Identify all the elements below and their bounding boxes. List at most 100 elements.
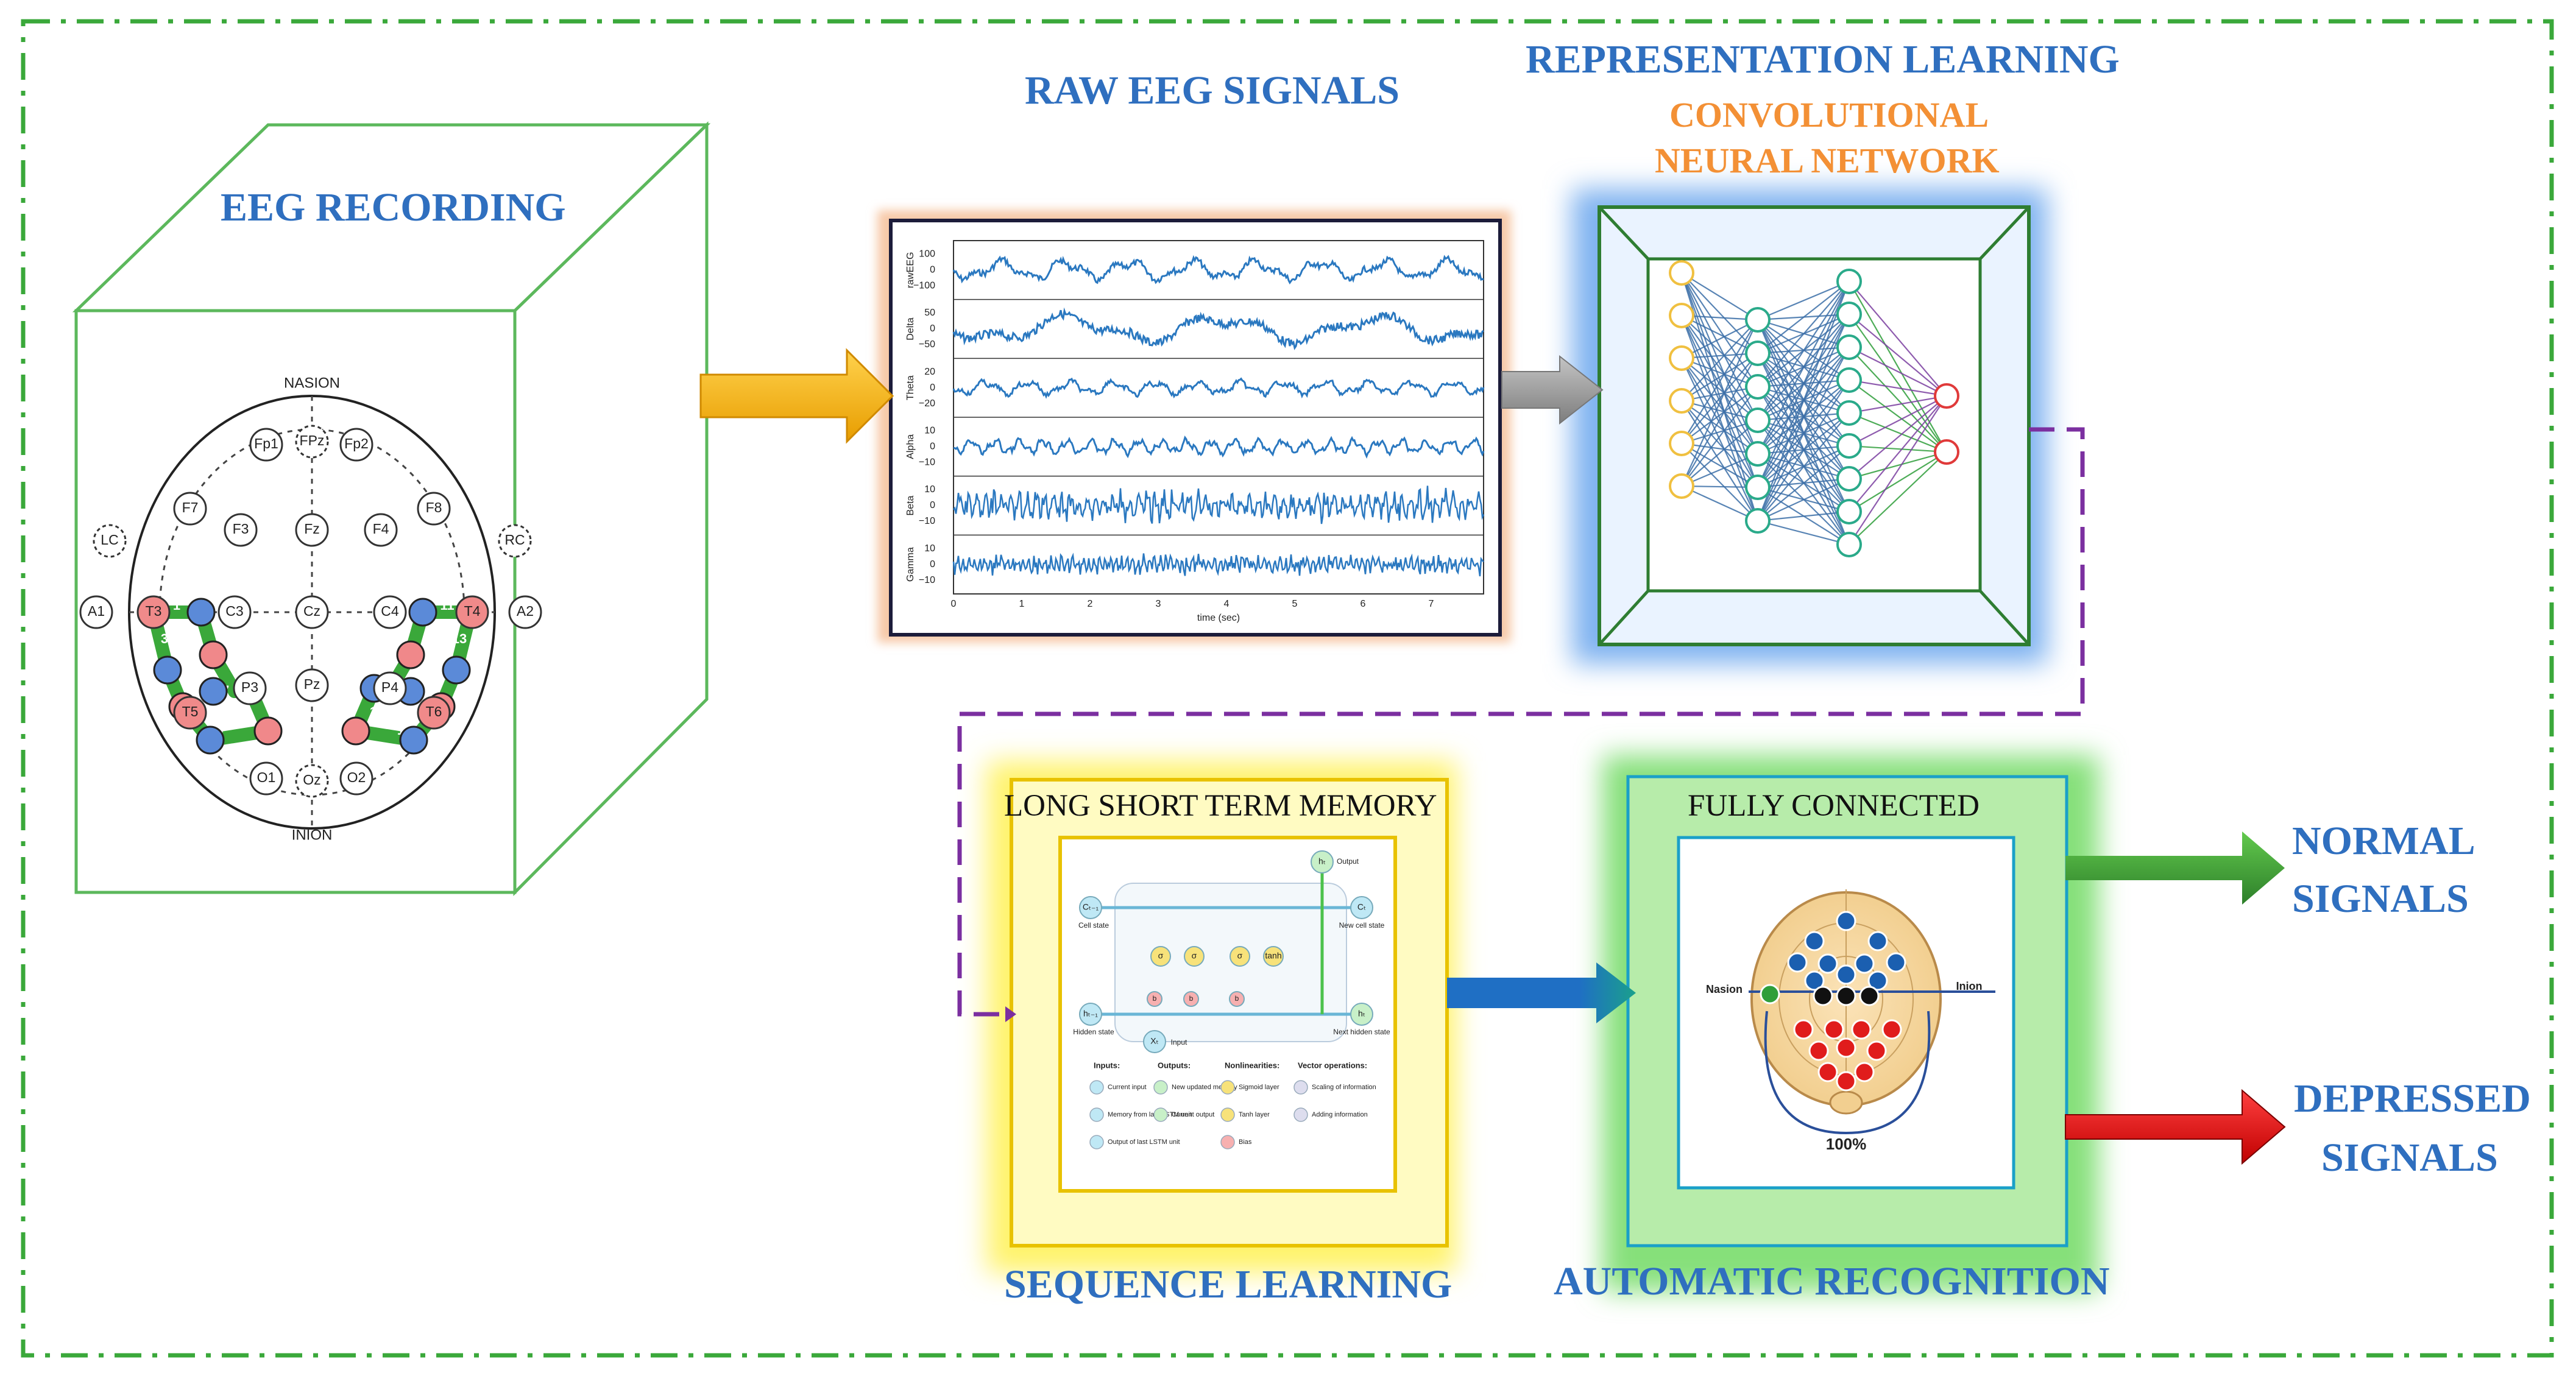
trace-gamma bbox=[952, 552, 1484, 577]
nn-edge bbox=[1849, 379, 1947, 397]
h-output-symbol: hₜ bbox=[1318, 856, 1326, 866]
nn-node bbox=[1745, 408, 1771, 433]
channel-dot bbox=[442, 655, 471, 685]
band-label: Gamma bbox=[905, 547, 916, 582]
h-prev-symbol: hₜ₋₁ bbox=[1083, 1009, 1098, 1018]
nn-edge bbox=[1681, 386, 1758, 402]
electrode-red bbox=[1851, 1019, 1872, 1040]
nn-edge bbox=[1681, 272, 1758, 320]
x-axis-label: time (sec) bbox=[1197, 613, 1240, 623]
nn-node bbox=[1836, 367, 1862, 393]
nn-edge bbox=[1849, 451, 1947, 480]
label-hidden-state: Hidden state bbox=[1073, 1028, 1114, 1036]
nn-edge bbox=[1849, 451, 1947, 512]
x-input-symbol: Xₜ bbox=[1150, 1036, 1158, 1046]
legend-swatch bbox=[1293, 1107, 1308, 1122]
legend-item: Sigmoid layer bbox=[1239, 1084, 1279, 1091]
electrode-label: T3 bbox=[146, 603, 162, 619]
electrode-label: F4 bbox=[373, 521, 389, 537]
electrode-label: FPz bbox=[300, 432, 325, 448]
legend-swatch bbox=[1089, 1135, 1104, 1149]
nn-edge bbox=[1757, 281, 1850, 521]
nn-node bbox=[1934, 439, 1959, 465]
nn-edge bbox=[1681, 443, 1758, 488]
lstm-cell-body bbox=[1114, 883, 1347, 1042]
x-input bbox=[1143, 1030, 1166, 1053]
gate bbox=[1263, 946, 1284, 967]
nn-edge bbox=[1849, 395, 1947, 414]
electrode-cz bbox=[295, 595, 329, 629]
nn-node bbox=[1669, 303, 1694, 328]
electrode-blue bbox=[1817, 953, 1838, 974]
sequence-learning-title: SEQUENCE LEARNING bbox=[1004, 1262, 1453, 1307]
electrode-f8 bbox=[417, 492, 451, 526]
legend-item: Bias bbox=[1239, 1138, 1252, 1146]
electrode-red bbox=[1824, 1019, 1844, 1040]
label-next-hidden-state: Next hidden state bbox=[1333, 1028, 1390, 1036]
nn-edge bbox=[1849, 314, 1947, 397]
electrode-blue bbox=[1804, 970, 1825, 991]
electrode-black bbox=[1813, 986, 1833, 1006]
raw-eeg-title: RAW EEG SIGNALS bbox=[1025, 68, 1399, 113]
electrode-rc bbox=[498, 524, 532, 558]
nn-edge bbox=[1681, 400, 1758, 488]
nn-edge bbox=[1681, 386, 1758, 444]
channel-dot bbox=[399, 725, 428, 755]
channel-number: 11 bbox=[440, 598, 454, 613]
inion-label: Inion bbox=[1956, 980, 1983, 992]
eeg-traces: 1000−100rawEEG500−50Delta200−20Theta100−… bbox=[905, 249, 1485, 623]
nn-node bbox=[1669, 345, 1694, 371]
gate-symbol: σ bbox=[1158, 951, 1164, 961]
arrow-to-cnn bbox=[1501, 355, 1604, 425]
percent-arc bbox=[1764, 1011, 1931, 1135]
inion-bump bbox=[1829, 1090, 1863, 1115]
nn-edge bbox=[1849, 347, 1947, 397]
raw-eeg-panel bbox=[889, 219, 1502, 637]
band-label: Theta bbox=[905, 375, 916, 400]
legend-item: Memory from last LSTM unit bbox=[1108, 1111, 1192, 1118]
lstm-box-label: LONG SHORT TERM MEMORY bbox=[1004, 789, 1437, 823]
electrode-label: Oz bbox=[303, 772, 320, 788]
electrode-blue bbox=[1804, 931, 1825, 951]
nn-edge bbox=[1757, 281, 1850, 387]
electrode-t5 bbox=[173, 696, 207, 730]
band-label: Delta bbox=[905, 317, 916, 340]
electrode-lc bbox=[93, 524, 127, 558]
electrode-label: LC bbox=[101, 532, 118, 548]
electrode-label: Cz bbox=[303, 603, 320, 619]
eeg-recording-title: EEG RECORDING bbox=[221, 185, 566, 230]
arrow-normal bbox=[2065, 831, 2285, 905]
fc-box-label: FULLY CONNECTED bbox=[1688, 789, 1980, 823]
legend-header: Vector operations: bbox=[1298, 1061, 1367, 1070]
electrode-a1 bbox=[79, 595, 113, 629]
bias-symbol: b bbox=[1235, 994, 1239, 1003]
gate-symbol: σ bbox=[1237, 951, 1243, 961]
trace-theta bbox=[952, 377, 1485, 399]
nn-edge bbox=[1680, 319, 1759, 487]
electrode-label: C3 bbox=[225, 603, 243, 619]
c-next-symbol: Cₜ bbox=[1357, 902, 1366, 912]
electrode-oz bbox=[295, 764, 329, 798]
nn-edge bbox=[1681, 357, 1758, 388]
nn-edge bbox=[1849, 451, 1947, 545]
channel-number: 19 bbox=[370, 704, 384, 719]
electrode-red bbox=[1808, 1040, 1829, 1061]
nn-edge bbox=[1681, 319, 1758, 359]
nn-node bbox=[1745, 307, 1771, 333]
nn-node bbox=[1669, 388, 1694, 414]
nn-edge bbox=[1681, 400, 1758, 422]
nn-edge bbox=[1681, 400, 1758, 454]
electrode-red bbox=[1793, 1019, 1814, 1040]
legend-header: Nonlinearities: bbox=[1225, 1061, 1279, 1070]
electrode-label: A2 bbox=[517, 603, 534, 619]
inion-label: INION bbox=[292, 827, 333, 843]
bias bbox=[1147, 991, 1162, 1007]
nasion-label: Nasion bbox=[1706, 983, 1743, 995]
nn-node bbox=[1934, 383, 1959, 409]
nn-node bbox=[1745, 374, 1771, 400]
nn-edge bbox=[1681, 353, 1758, 401]
electrode-red bbox=[1817, 1062, 1838, 1082]
nn-edge bbox=[1849, 281, 1947, 453]
